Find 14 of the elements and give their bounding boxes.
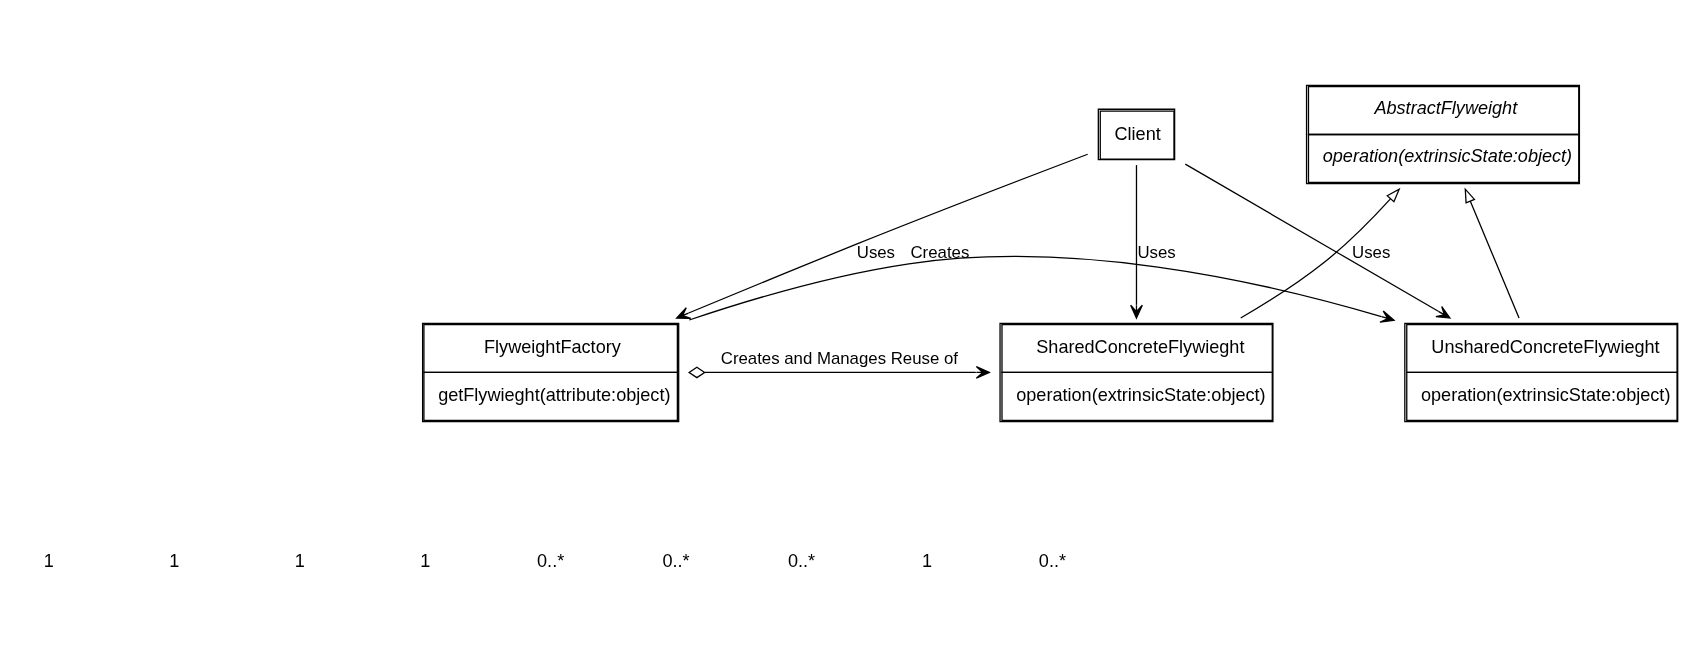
label: 1 (921, 550, 933, 571)
label: 0..* (537, 550, 565, 571)
edge-label: Uses (1137, 242, 1176, 262)
label: 1 (294, 550, 305, 571)
label: 1 (420, 550, 431, 571)
label: 1 (169, 550, 180, 571)
edge-label: Uses (1352, 242, 1391, 262)
label: 1 (43, 550, 54, 571)
label: 0..* (1038, 550, 1067, 571)
label: 0..* (787, 550, 816, 571)
label: 0..* (662, 550, 690, 571)
edge-label: Uses (856, 242, 896, 262)
edge-label: Creates (910, 242, 970, 262)
edge-label: Creates and Manages Reuse of (720, 348, 958, 368)
